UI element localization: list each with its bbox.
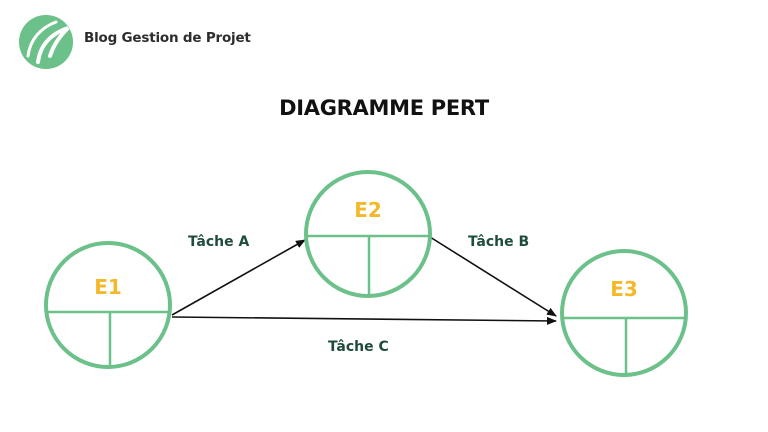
edge-label-task-b: Tâche B xyxy=(468,234,529,250)
node-e2: E2 xyxy=(304,170,432,298)
node-e1-label: E1 xyxy=(94,275,122,299)
edge-e1-e3-arrow xyxy=(171,316,557,325)
edge-label-task-a: Tâche A xyxy=(188,234,250,250)
node-e2-label: E2 xyxy=(354,198,382,222)
node-e1: E1 xyxy=(44,241,172,369)
diagram-title: DIAGRAMME PERT xyxy=(279,96,489,120)
edge-e2-e3-arrow xyxy=(429,236,557,317)
edge-e1-e2-arrow xyxy=(171,239,306,316)
edge-label-task-c: Tâche C xyxy=(328,339,389,355)
node-e3-label: E3 xyxy=(610,277,638,301)
leaf-logo-icon xyxy=(19,15,73,69)
brand-name: Blog Gestion de Projet xyxy=(84,30,251,46)
node-e3: E3 xyxy=(560,249,688,377)
